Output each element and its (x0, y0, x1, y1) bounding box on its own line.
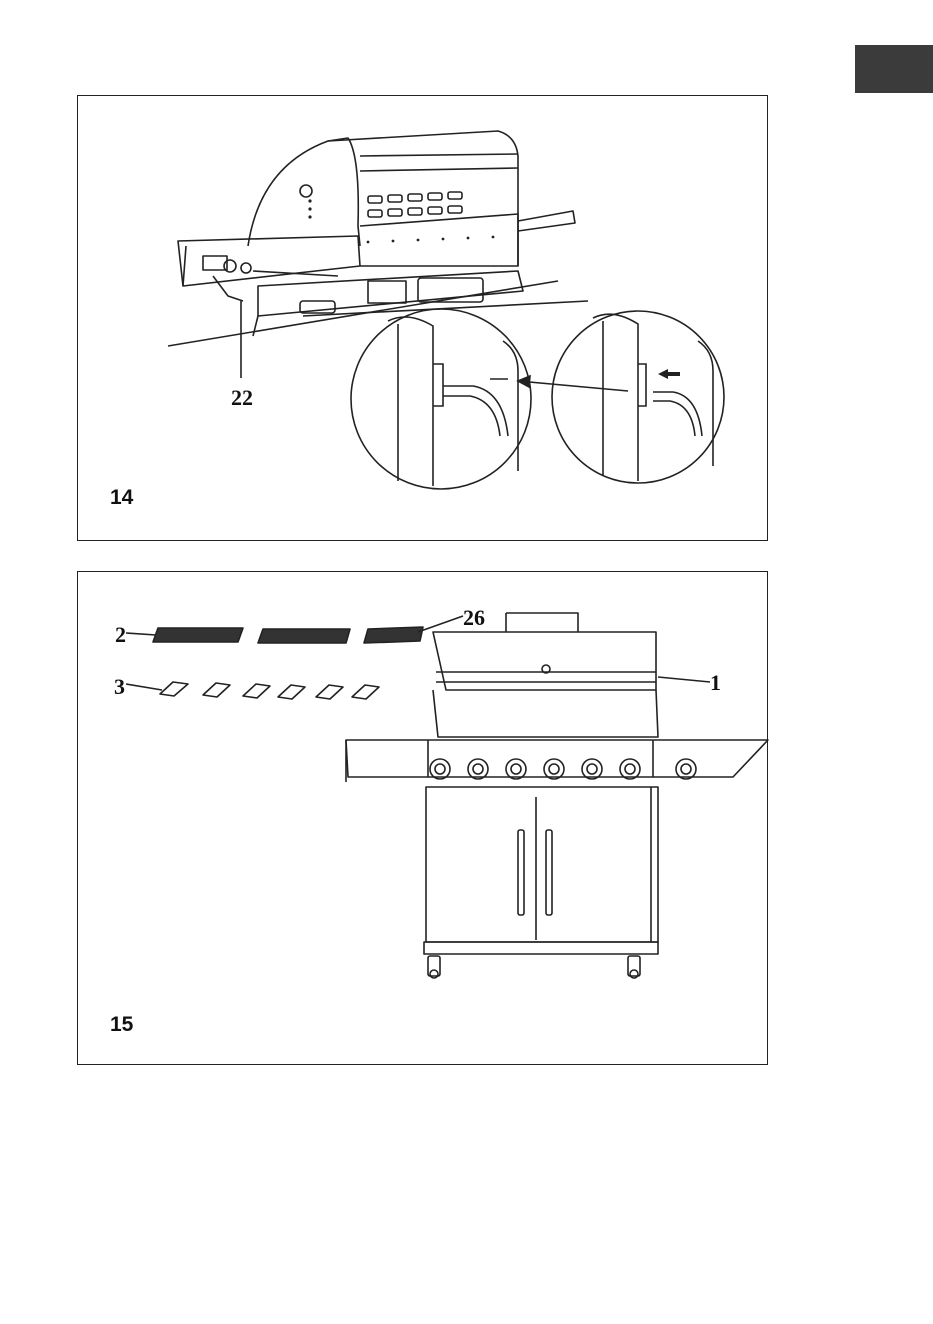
figure-15-illustration: 2 26 3 1 (78, 572, 769, 1066)
thermometer-icon (300, 185, 312, 197)
callout-leader-2 (126, 633, 156, 635)
control-panel (346, 740, 768, 777)
left-side-table (178, 236, 360, 286)
figure-number-14: 14 (110, 486, 133, 510)
callout-leader-3 (126, 684, 162, 690)
small-arrow-icon (658, 369, 680, 379)
casters (428, 956, 640, 978)
detail-circle-1 (351, 309, 531, 489)
figure-number-15: 15 (110, 1013, 133, 1037)
hood-vent-slots (368, 192, 462, 217)
door-handle-left (518, 830, 524, 915)
language-tab (855, 45, 933, 93)
callout-leader-26 (418, 616, 463, 632)
control-knobs (430, 759, 696, 779)
right-side-shelf (518, 211, 575, 231)
door-handle-right (546, 830, 552, 915)
callout-1: 1 (710, 670, 721, 695)
cabinet (426, 787, 651, 942)
figure-14: 22 14 (77, 95, 768, 541)
callout-3: 3 (114, 674, 125, 699)
cooking-grates (153, 627, 423, 643)
flame-tamers (160, 682, 379, 699)
figure-15: 2 26 3 1 15 (77, 571, 768, 1065)
gas-valve-assembly (203, 256, 338, 301)
hood-top (328, 131, 518, 266)
figure-14-illustration: 22 (78, 96, 769, 542)
direction-arrow-icon (518, 376, 628, 391)
hood-side-panel (248, 138, 360, 246)
callout-26: 26 (463, 605, 485, 630)
callout-22: 22 (231, 385, 253, 410)
callout-2: 2 (115, 622, 126, 647)
callout-leader-1 (658, 677, 710, 682)
detail-circle-2 (552, 311, 724, 483)
